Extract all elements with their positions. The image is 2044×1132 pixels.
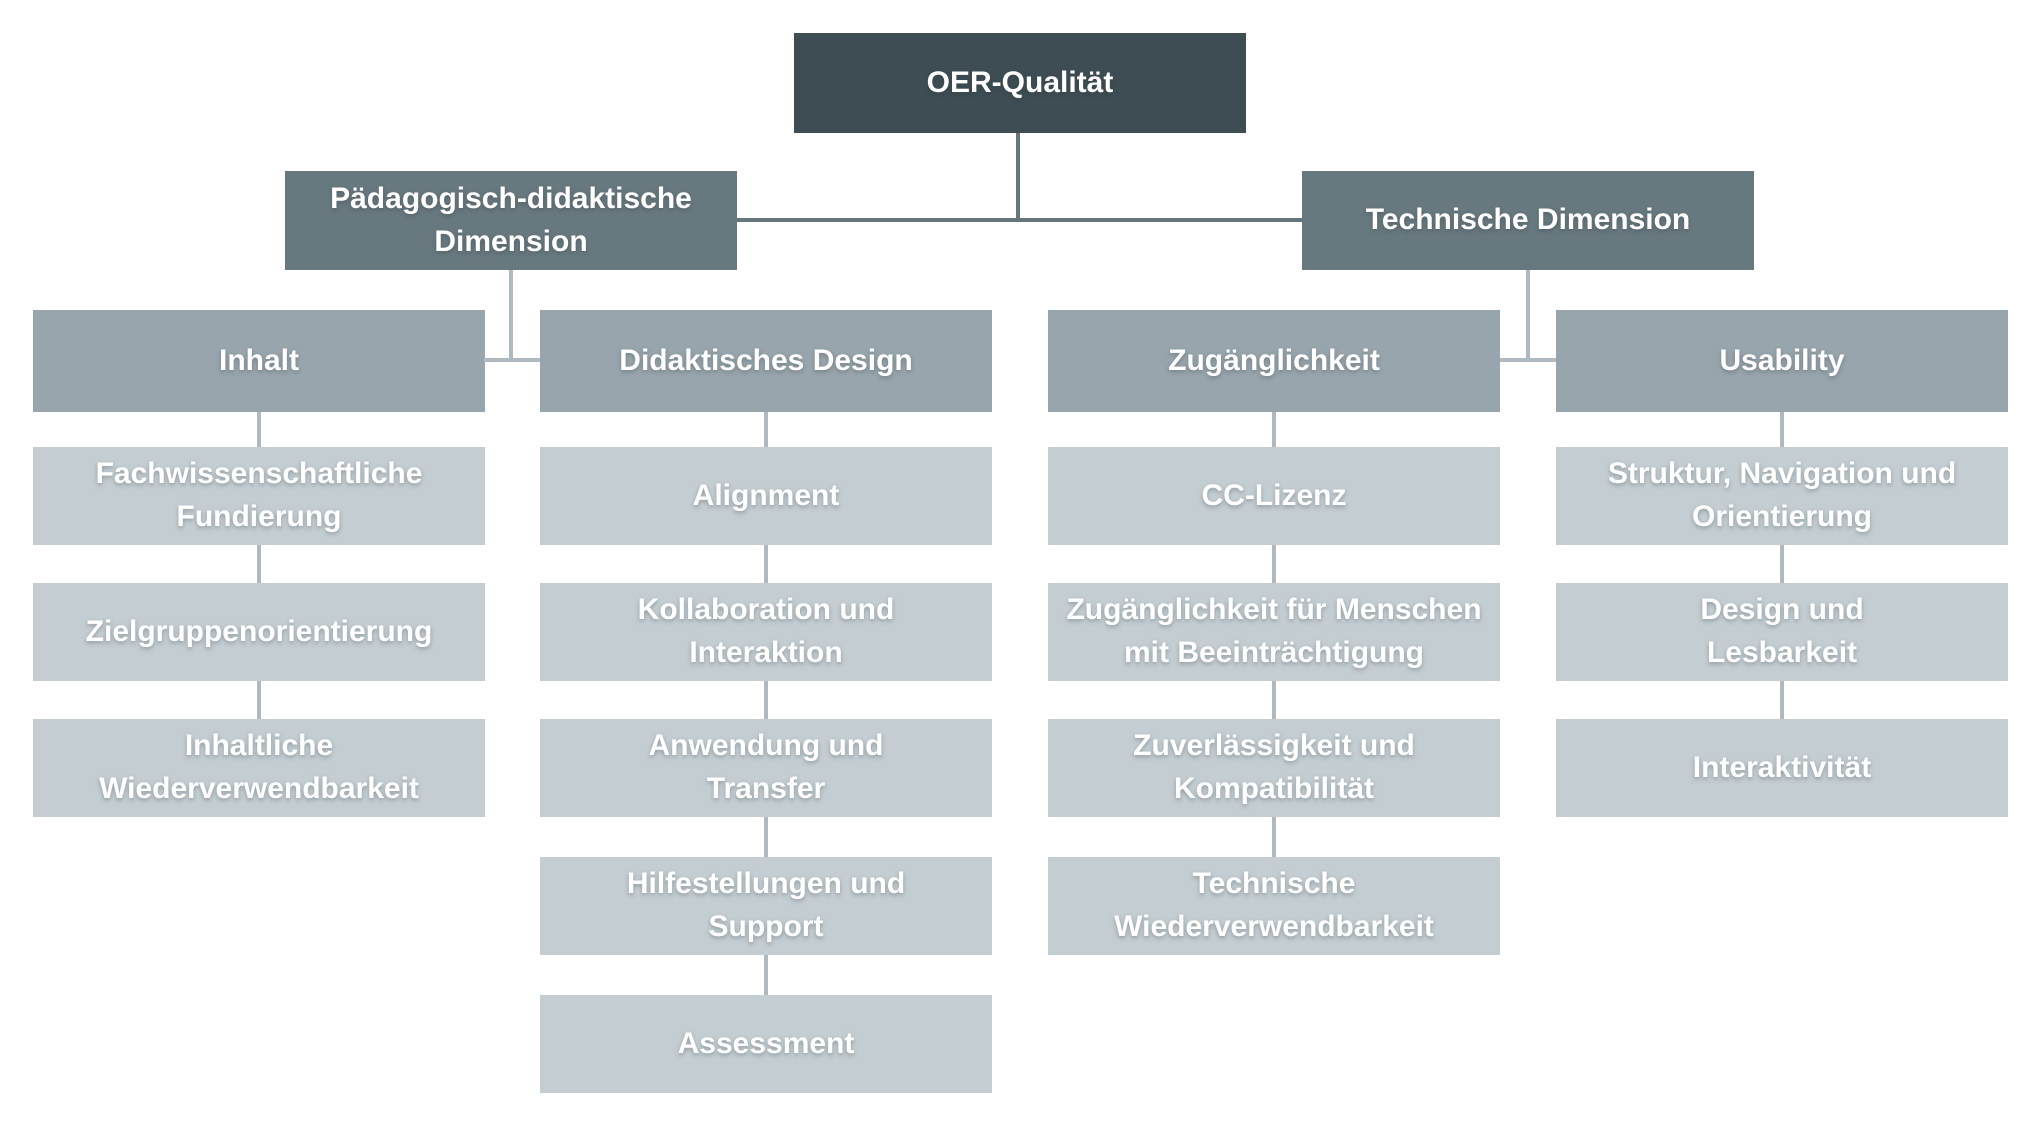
connector-line [1780, 545, 1784, 583]
item-node-inhaltliche-wiederverwendbarkeit: Inhaltliche Wiederverwendbarkeit [33, 719, 485, 817]
connector-line [1272, 545, 1276, 583]
connector-line [1272, 681, 1276, 719]
item-node-cc-lizenz: CC-Lizenz [1048, 447, 1500, 545]
item-node-zielgruppenorientierung: Zielgruppenorientierung [33, 583, 485, 681]
connector-line [484, 358, 540, 362]
dimension-node-paedagogisch-didaktisch: Pädagogisch-didaktische Dimension [285, 171, 737, 270]
item-node-assessment: Assessment [540, 995, 992, 1093]
connector-line [1780, 681, 1784, 719]
root-node-oer-qualitaet: OER-Qualität [794, 33, 1246, 133]
connector-line [1526, 270, 1530, 360]
connector-line [764, 412, 768, 447]
connector-line [509, 270, 513, 360]
item-node-anwendung-und-transfer: Anwendung und Transfer [540, 719, 992, 817]
item-node-technische-wiederverwendbarkeit: Technische Wiederverwendbarkeit [1048, 857, 1500, 955]
category-node-didaktisches-design: Didaktisches Design [540, 310, 992, 412]
connector-line [764, 955, 768, 995]
item-node-zuverlaessigkeit-und-kompatibilitaet: Zuverlässigkeit und Kompatibilität [1048, 719, 1500, 817]
connector-line [1500, 358, 1556, 362]
connector-line [764, 681, 768, 719]
connector-line [764, 545, 768, 583]
connector-line [1272, 412, 1276, 447]
category-node-usability: Usability [1556, 310, 2008, 412]
connector-line [737, 218, 1304, 222]
connector-line [1272, 817, 1276, 857]
category-node-inhalt: Inhalt [33, 310, 485, 412]
item-node-design-und-lesbarkeit: Design und Lesbarkeit [1556, 583, 2008, 681]
item-node-zugaenglichkeit-fuer-menschen: Zugänglichkeit für Menschen mit Beeinträ… [1048, 583, 1500, 681]
connector-line [764, 817, 768, 857]
item-node-interaktivitaet: Interaktivität [1556, 719, 2008, 817]
item-node-alignment: Alignment [540, 447, 992, 545]
category-node-zugaenglichkeit: Zugänglichkeit [1048, 310, 1500, 412]
connector-line [257, 412, 261, 447]
connector-line [1016, 133, 1020, 220]
item-node-hilfestellungen-und-support: Hilfestellungen und Support [540, 857, 992, 955]
connector-line [257, 681, 261, 719]
item-node-kollaboration-und-interaktion: Kollaboration und Interaktion [540, 583, 992, 681]
dimension-node-technisch: Technische Dimension [1302, 171, 1754, 270]
connector-line [257, 545, 261, 583]
item-node-struktur-navigation-orientierung: Struktur, Navigation und Orientierung [1556, 447, 2008, 545]
connector-line [1780, 412, 1784, 447]
item-node-fachwissenschaftliche-fundierung: Fachwissenschaftliche Fundierung [33, 447, 485, 545]
